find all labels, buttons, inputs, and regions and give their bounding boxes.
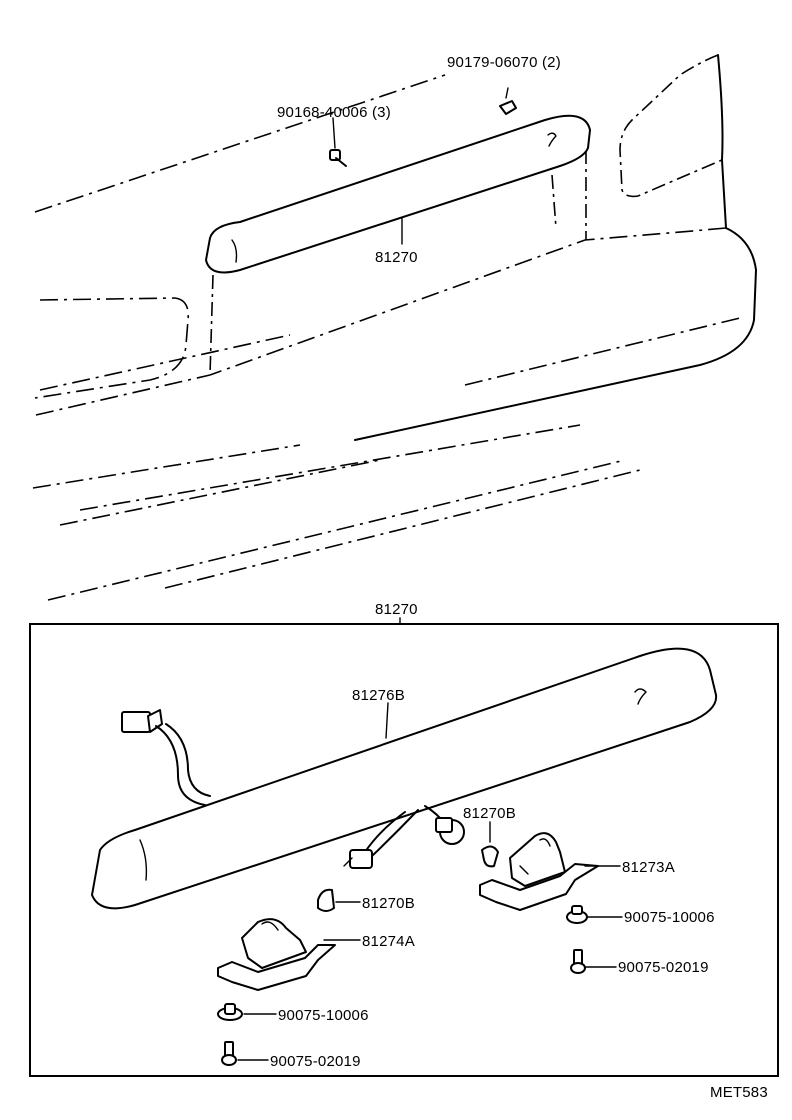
label-box: 81270 xyxy=(375,601,418,618)
grommet-right-icon xyxy=(566,905,623,924)
label-grommet-right: 90075-10006 xyxy=(624,909,715,926)
diagram-code: MET583 xyxy=(710,1084,768,1101)
label-lamp-assy: 81270 xyxy=(375,249,418,266)
screw-right-icon xyxy=(570,949,617,974)
label-screw-large: 90168-40006 (3) xyxy=(277,104,391,121)
label-screw-small: 90179-06070 (2) xyxy=(447,54,561,71)
label-bulb-right: 81270B xyxy=(463,805,516,822)
label-grommet-left: 90075-10006 xyxy=(278,1007,369,1024)
label-screw-left: 90075-02019 xyxy=(270,1053,361,1070)
screw-left-icon xyxy=(221,1041,269,1066)
exploded-view-frame xyxy=(29,623,779,1077)
label-lamp-right: 81273A xyxy=(622,859,675,876)
car-rear-outline xyxy=(32,54,757,601)
bulb-right-icon xyxy=(481,821,499,868)
label-screw-right: 90075-02019 xyxy=(618,959,709,976)
wire-connector xyxy=(121,709,211,806)
label-bulb-left: 81270B xyxy=(362,895,415,912)
bulb-left-icon xyxy=(317,888,361,912)
socket-left-icon xyxy=(343,849,373,869)
lamp-left-icon xyxy=(217,918,361,991)
socket-right-icon xyxy=(435,817,465,845)
upper-lamp-assembly xyxy=(205,114,591,274)
label-lamp-left: 81274A xyxy=(362,933,415,950)
lamp-right-icon xyxy=(479,832,621,911)
lens-cover xyxy=(91,647,718,910)
screw-large-icon xyxy=(329,117,347,167)
screw-small-icon xyxy=(499,87,517,115)
label-cover: 81276B xyxy=(352,687,405,704)
grommet-left-icon xyxy=(217,1003,277,1021)
